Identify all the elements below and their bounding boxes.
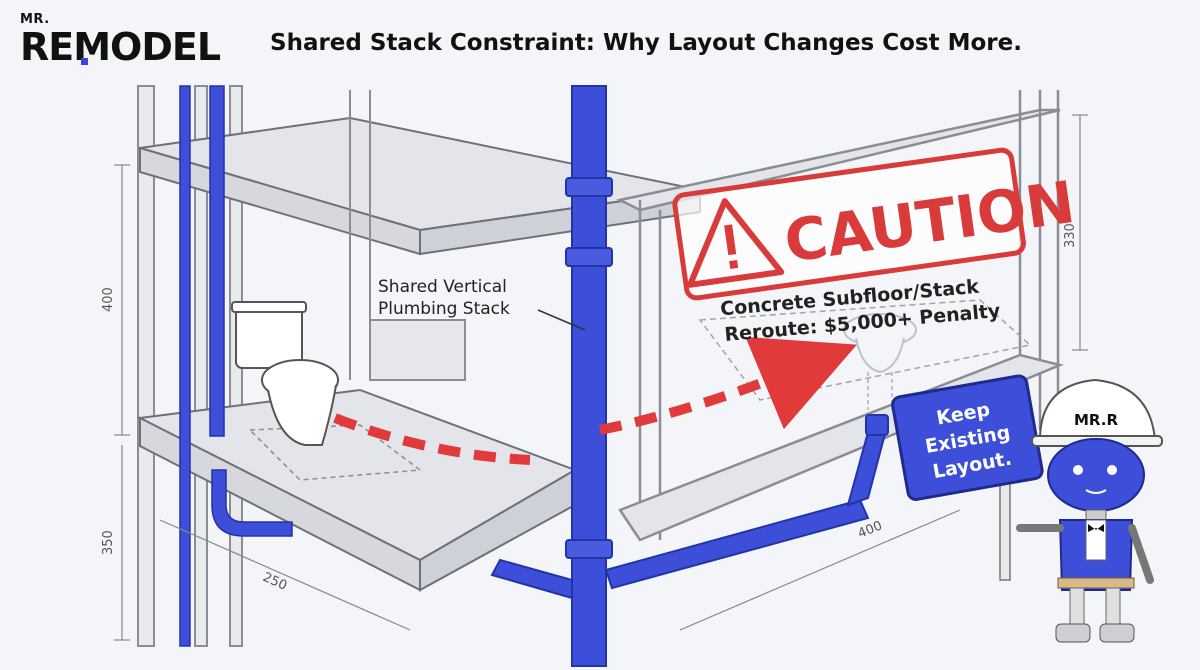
stack-label-line1: Shared Vertical xyxy=(378,277,507,297)
dim-floor-depth: 250 xyxy=(260,570,289,594)
keep-layout-sign: Keep Existing Layout. xyxy=(891,374,1044,501)
dim-right-height: 330 xyxy=(1063,223,1078,248)
left-drain-pipe xyxy=(179,85,293,647)
stack-callout: Shared Vertical Plumbing Stack xyxy=(378,277,586,331)
stack-label-line2: Plumbing Stack xyxy=(378,299,510,319)
toilet-icon xyxy=(231,301,339,446)
brand-logo-small: MR. xyxy=(20,12,50,27)
warning-triangle-icon xyxy=(687,198,785,288)
brand-logo-accent xyxy=(81,58,88,65)
room-back-wall xyxy=(349,90,466,381)
relocation-arrow xyxy=(333,360,820,465)
brand-logo-wordmark: REMODEL xyxy=(20,25,221,69)
shared-vertical-stack[interactable] xyxy=(565,85,613,667)
dim-left-lower: 350 xyxy=(101,530,116,555)
brand-logo: MR. REMODEL xyxy=(20,12,260,72)
dim-left-upper: 400 xyxy=(101,287,116,312)
helmet-label: MR.R xyxy=(1074,411,1118,429)
dim-right-width: 400 xyxy=(856,519,885,542)
robot-mascot-icon: Keep Existing Layout. MR.R xyxy=(891,374,1163,643)
dimension-lines xyxy=(114,114,1088,641)
page-title: Shared Stack Constraint: Why Layout Chan… xyxy=(270,30,1022,56)
left-wall-frame xyxy=(137,85,243,647)
